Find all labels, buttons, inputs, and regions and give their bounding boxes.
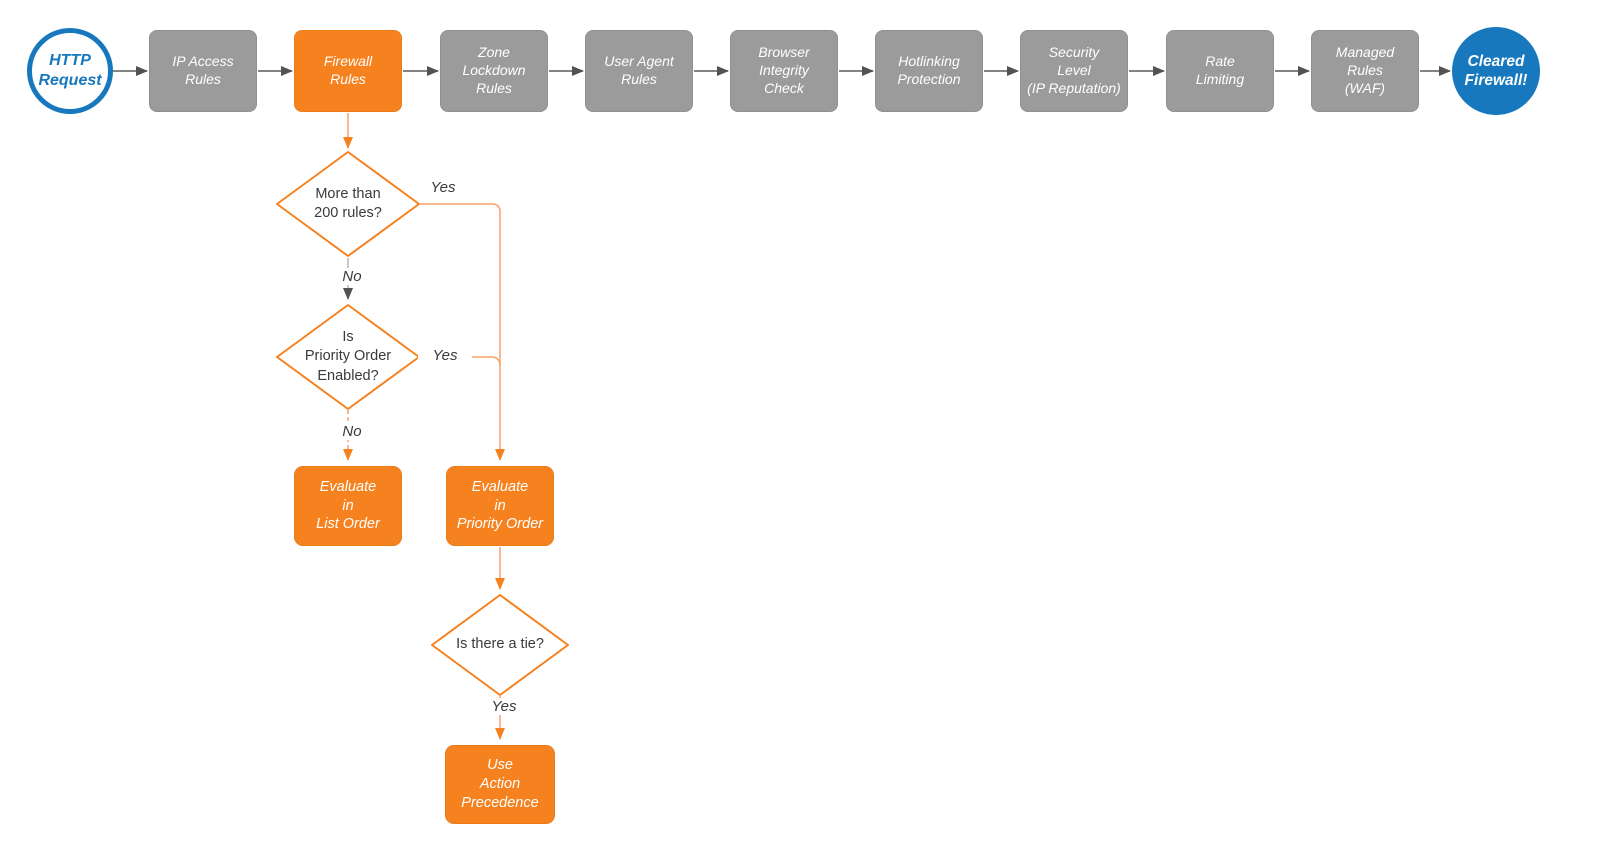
decision-tie-shape — [431, 594, 569, 696]
edge-priority-order-yes — [419, 356, 501, 367]
decision-more-rules-shape — [276, 151, 420, 257]
edge-label-priority-order-yes: Yes — [418, 347, 472, 364]
edge-more-rules-yes — [419, 203, 505, 461]
decision-tie-question: Is there a tie? — [456, 636, 544, 653]
start-node-http-request: HTTP Request — [27, 28, 113, 114]
action-use-action-precedence: Use Action Precedence — [445, 745, 555, 824]
decision-priority-order-question: Is Priority Order Enabled? — [304, 329, 392, 384]
end-node-cleared-firewall: Cleared Firewall! — [1452, 27, 1540, 115]
stage-hotlinking-protection: Hotlinking Protection — [875, 30, 983, 112]
action-evaluate-priority-order: Evaluate in Priority Order — [446, 466, 554, 546]
action-evaluate-list-order: Evaluate in List Order — [294, 466, 402, 546]
edge-label-more-rules-no: No — [327, 268, 377, 285]
stage-ip-access-rules: IP Access Rules — [149, 30, 257, 112]
stage-managed-rules-waf: Managed Rules (WAF) — [1311, 30, 1419, 112]
stage-browser-integrity-check: Browser Integrity Check — [730, 30, 838, 112]
stage-zone-lockdown-rules: Zone Lockdown Rules — [440, 30, 548, 112]
stage-user-agent-rules: User Agent Rules — [585, 30, 693, 112]
decision-more-rules-question: More than 200 rules? — [314, 185, 382, 221]
stage-firewall-rules: Firewall Rules — [294, 30, 402, 112]
edge-label-more-rules-yes: Yes — [430, 179, 456, 196]
edge-label-priority-order-no: No — [327, 423, 377, 440]
stage-security-level: Security Level (IP Reputation) — [1020, 30, 1128, 112]
edge-label-tie-yes: Yes — [477, 698, 531, 715]
decision-priority-order-shape — [276, 304, 420, 410]
stage-rate-limiting: Rate Limiting — [1166, 30, 1274, 112]
